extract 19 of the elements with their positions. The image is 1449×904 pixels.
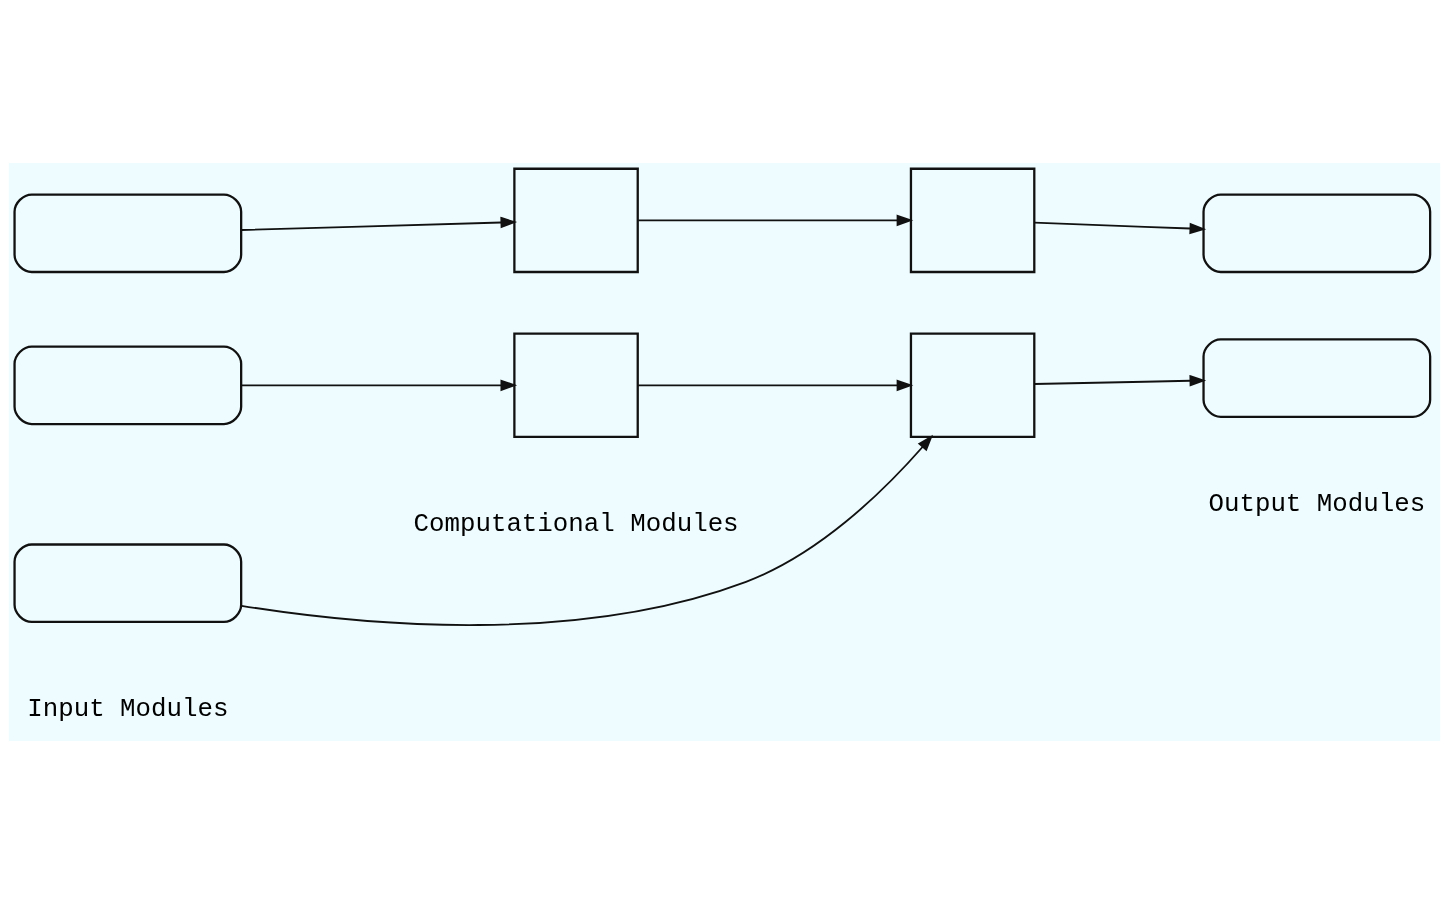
arrow <box>240 379 518 392</box>
arrow <box>1033 221 1207 235</box>
arrow <box>240 434 934 626</box>
arrow <box>1033 374 1207 387</box>
arrow <box>240 216 518 231</box>
label: Output Modules <box>1208 489 1426 519</box>
node-oval <box>13 345 243 426</box>
node-oval <box>13 193 243 274</box>
node-box <box>909 332 1036 439</box>
node-box <box>909 167 1036 274</box>
arrow <box>637 379 914 392</box>
node-oval <box>1202 193 1432 274</box>
node-oval <box>13 543 243 624</box>
arrow <box>637 214 914 227</box>
label: Input Modules <box>27 694 229 724</box>
node-oval <box>1202 338 1432 418</box>
label: Computational Modules <box>413 509 739 539</box>
node-box <box>513 332 639 439</box>
node-box <box>513 167 639 274</box>
